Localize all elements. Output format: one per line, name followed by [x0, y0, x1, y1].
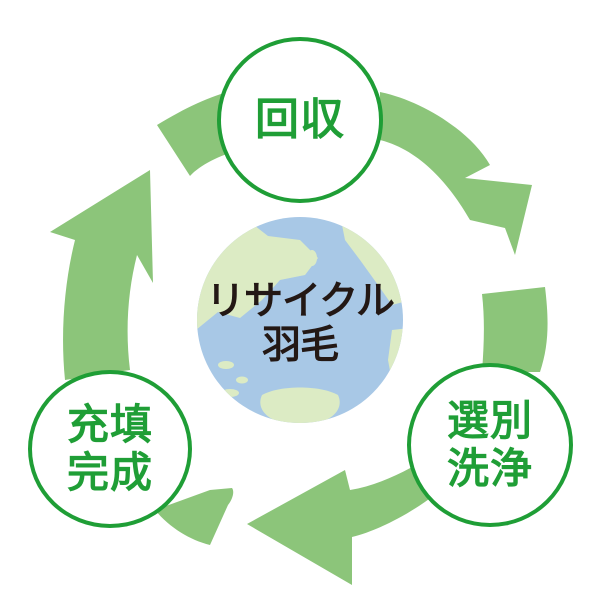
step-sort-wash: 選別 洗浄: [407, 363, 573, 527]
center-label: リサイクル 羽毛: [180, 280, 420, 367]
step-collect: 回収: [217, 37, 383, 203]
center-label-line2: 羽毛: [261, 322, 339, 368]
arrow-top-to-right-icon: [380, 92, 532, 255]
arrow-right-tail-icon: [482, 287, 548, 372]
arrow-left-tail-icon: [155, 488, 234, 545]
arrow-right-to-left-icon: [247, 450, 455, 585]
step-sort-wash-line1: 選別: [446, 395, 533, 445]
step-fill-complete: 充填 完成: [28, 370, 192, 528]
step-fill-complete-line2: 完成: [66, 448, 153, 497]
center-label-line1: リサイクル: [205, 279, 395, 324]
step-fill-complete-line1: 充填: [66, 399, 153, 449]
step-collect-label: 回収: [255, 93, 345, 145]
arrow-left-to-top-icon: [50, 170, 153, 380]
step-sort-wash-line2: 洗浄: [446, 444, 533, 493]
